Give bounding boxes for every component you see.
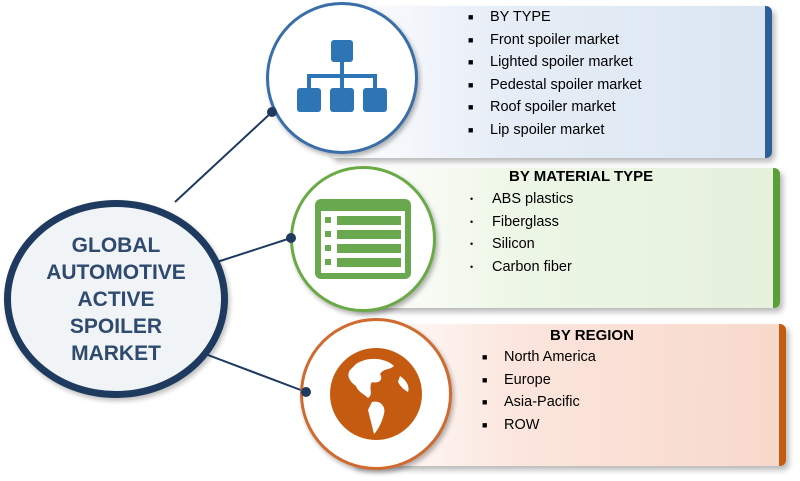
list-item-label: ROW — [504, 416, 540, 433]
bullet-icon: • — [470, 194, 474, 204]
bullet-icon: ■ — [468, 79, 474, 90]
hierarchy-icon — [297, 40, 387, 112]
list-item: ■ Lighted spoiler market — [468, 51, 642, 74]
bullet-icon: ■ — [482, 352, 488, 362]
bullet-icon: ■ — [468, 124, 474, 135]
region-icon-circle — [300, 318, 452, 470]
list-item-label: North America — [504, 349, 596, 365]
list-item: ■ BY TYPE — [468, 6, 642, 29]
list-item: • Silicon — [470, 233, 573, 256]
type-list: ■ BY TYPE ■ Front spoiler market ■ Lighted … — [468, 6, 642, 141]
list-item-label: Roof spoiler market — [490, 99, 616, 115]
list-item: ■ Pedestal spoiler market — [468, 74, 642, 97]
material-list: • ABS plastics • Fiberglass • Silicon • Carb… — [470, 188, 573, 278]
bullet-icon: ■ — [482, 374, 488, 385]
list-item-label: Europe — [504, 371, 551, 388]
bullet-icon: ■ — [468, 57, 474, 67]
material-icon-circle — [290, 166, 436, 312]
list-item: ■ Roof spoiler market — [468, 96, 642, 119]
region-list: ■ North America ■ Europe ■ Asia-Pacific ■ RO… — [482, 346, 596, 436]
list-item: ■ Asia-Pacific — [482, 391, 596, 414]
list-item: ■ Europe — [482, 369, 596, 392]
bullet-icon: ■ — [482, 397, 488, 407]
list-item-label: Carbon fiber — [492, 258, 572, 275]
list-item: ■ North America — [482, 346, 596, 369]
bullet-icon: • — [470, 239, 474, 249]
list-item: • Fiberglass — [470, 211, 573, 234]
type-icon-circle — [266, 2, 418, 154]
list-item: • ABS plastics — [470, 188, 573, 211]
list-item-label: Pedestal spoiler market — [490, 76, 642, 93]
segment-panel-type: ■ BY TYPE ■ Front spoiler market ■ Lighted … — [330, 6, 772, 158]
bullet-icon: • — [470, 261, 474, 272]
bullet-icon: • — [470, 216, 474, 227]
center-hub: GLOBAL AUTOMOTIVE ACTIVE SPOILER MARKET — [4, 200, 228, 398]
bullet-icon: ■ — [468, 34, 474, 45]
list-item: ■ ROW — [482, 414, 596, 437]
list-item: • Carbon fiber — [470, 256, 573, 279]
list-item: ■ Front spoiler market — [468, 29, 642, 52]
list-item-label: ABS plastics — [492, 191, 574, 207]
globe-icon — [330, 348, 422, 440]
segment-title: BY TYPE — [490, 9, 551, 25]
bullet-icon: ■ — [468, 102, 474, 112]
list-item-label: Front spoiler market — [490, 31, 619, 48]
list-item-label: Lip spoiler market — [490, 121, 605, 138]
diagram-title: GLOBAL AUTOMOTIVE ACTIVE SPOILER MARKET — [46, 233, 186, 365]
connector-dot — [301, 387, 311, 397]
segment-title: BY MATERIAL TYPE — [509, 168, 654, 185]
segment-title: BY REGION — [550, 327, 634, 344]
list-form-icon — [315, 199, 411, 279]
connector-dot — [267, 107, 277, 117]
list-item-label: Asia-Pacific — [504, 394, 580, 410]
list-item-label: Fiberglass — [492, 213, 559, 230]
bullet-icon: ■ — [468, 12, 474, 22]
list-item-label: Silicon — [492, 236, 535, 252]
connector-dot — [286, 233, 296, 243]
list-item-label: Lighted spoiler market — [490, 54, 633, 70]
bullet-icon: ■ — [482, 419, 488, 430]
list-item: ■ Lip spoiler market — [468, 119, 642, 142]
